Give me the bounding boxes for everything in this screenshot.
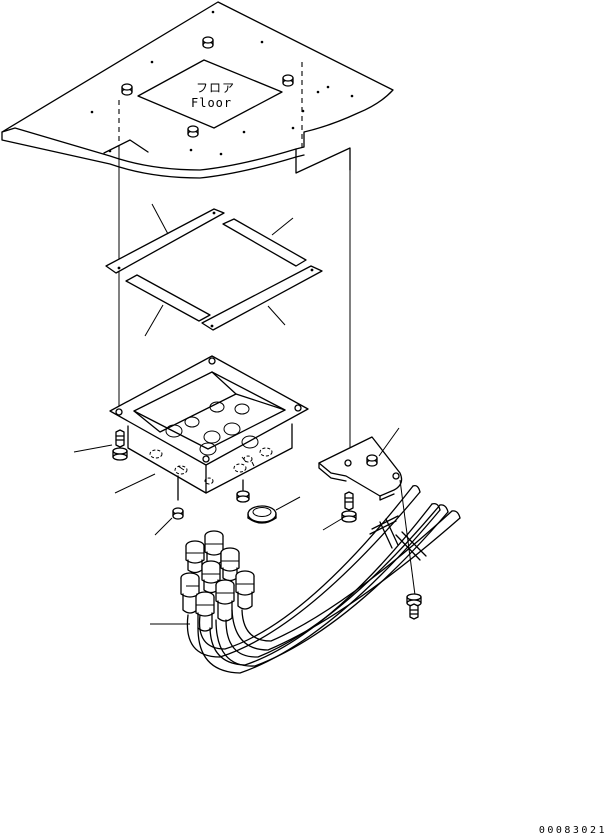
leader-line [275,496,301,511]
grommet [247,505,277,524]
gasket-strip-right [201,265,323,331]
bolt-bracket [341,491,357,523]
alignment-lines [118,62,351,463]
drawing-number: 00083021 [538,825,607,836]
floor-stud [187,125,199,138]
gasket-strips [105,203,323,337]
leader-line [378,427,400,457]
bolt-harness [406,593,422,620]
floor-label-jp: フロア [196,81,235,95]
connector-plug [195,591,215,632]
floor-holes [90,10,354,156]
nut-under-box [236,479,250,503]
gasket-strip-left [105,208,225,274]
leader-line [267,305,286,326]
connector-box [109,355,309,494]
leader-line [73,444,113,453]
floor-plate: フロア Floor [1,1,394,179]
leader-line [322,517,344,531]
wire-harness [180,479,461,674]
connector-plug [185,540,205,574]
leader-line [271,217,294,236]
floor-opening [137,59,283,129]
nut-small [172,475,184,520]
bolt-left [112,429,128,461]
floor-stud [121,83,133,96]
bracket [318,436,403,501]
gasket-strip-rear [222,218,307,267]
leader-line [154,517,173,536]
bracket-nut [366,454,378,467]
connector-plug [204,530,224,566]
connector-plug [235,570,255,610]
connector-plug [220,547,240,582]
connector-plug [215,579,235,622]
leader-line [144,304,164,337]
floor-stud [282,74,294,87]
box-holes [165,401,259,456]
leader-line [151,203,169,235]
floor-label-en: Floor [191,96,232,110]
floor-stud [202,36,214,49]
gasket-strip-front [125,274,211,322]
leader-line [114,473,156,494]
